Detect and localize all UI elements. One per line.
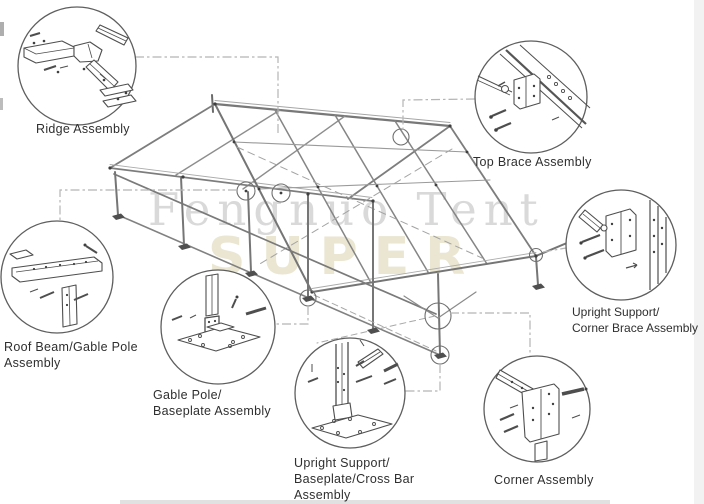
label-corner-assembly: Corner Assembly bbox=[494, 472, 594, 488]
sketch-ridge-assembly bbox=[23, 24, 137, 108]
connector-upright-corner-brace bbox=[542, 247, 567, 253]
label-upright-baseplate-assembly: Upright Support/ Baseplate/Cross Bar Ass… bbox=[294, 455, 414, 503]
label-line: Upright Support/ bbox=[572, 305, 660, 319]
label-line: Roof Beam/Gable Pole bbox=[4, 340, 138, 354]
label-line: Assembly bbox=[294, 488, 351, 502]
connector-corner bbox=[450, 312, 531, 356]
label-line: Assembly bbox=[4, 356, 61, 370]
connector-gable-pole bbox=[273, 306, 309, 325]
ridge-beam bbox=[213, 102, 452, 128]
callout-ridge-assembly bbox=[17, 6, 137, 126]
frame-joint-dots bbox=[108, 102, 538, 294]
watermark-brand-text: Fengnuo Tent bbox=[148, 183, 545, 236]
sketch-top-brace-assembly bbox=[476, 44, 591, 132]
connector-ridge bbox=[135, 56, 279, 135]
label-line: Gable Pole/ bbox=[153, 388, 222, 402]
sketch-roof-beam-assembly bbox=[9, 243, 103, 328]
base-feet bbox=[112, 213, 545, 359]
sketch-corner-assembly bbox=[495, 369, 588, 462]
label-line: Baseplate Assembly bbox=[153, 404, 271, 418]
upright-poles bbox=[114, 171, 539, 355]
sketch-upright-corner-brace-assembly bbox=[578, 200, 667, 290]
label-gable-pole-assembly: Gable Pole/ Baseplate Assembly bbox=[153, 387, 271, 419]
label-top-brace-assembly: Top Brace Assembly bbox=[473, 154, 592, 170]
label-ridge-assembly: Ridge Assembly bbox=[36, 121, 130, 137]
sketch-gable-pole-assembly bbox=[171, 273, 267, 352]
label-line: Corner Assembly bbox=[494, 473, 594, 487]
connector-upright-baseplate bbox=[405, 364, 441, 392]
left-eave-beam bbox=[109, 167, 373, 202]
connector-top-brace bbox=[402, 98, 476, 130]
sketch-upright-baseplate-assembly bbox=[307, 339, 399, 439]
label-line: Ridge Assembly bbox=[36, 122, 130, 136]
connector-roof-beam bbox=[59, 189, 237, 221]
label-upright-corner-brace-assembly: Upright Support/ Corner Brace Assembly bbox=[572, 304, 698, 336]
callout-connector-lines bbox=[59, 56, 567, 392]
front-eave-beam bbox=[311, 255, 537, 293]
label-line: Baseplate/Cross Bar bbox=[294, 472, 415, 486]
ground-edge bbox=[117, 214, 441, 356]
label-line: Corner Brace Assembly bbox=[572, 321, 699, 335]
tent-frame-drawing bbox=[108, 94, 613, 365]
label-line: Top Brace Assembly bbox=[473, 155, 592, 169]
label-roof-beam-assembly: Roof Beam/Gable Pole Assembly bbox=[4, 339, 138, 371]
label-line: Upright Support/ bbox=[294, 456, 390, 470]
